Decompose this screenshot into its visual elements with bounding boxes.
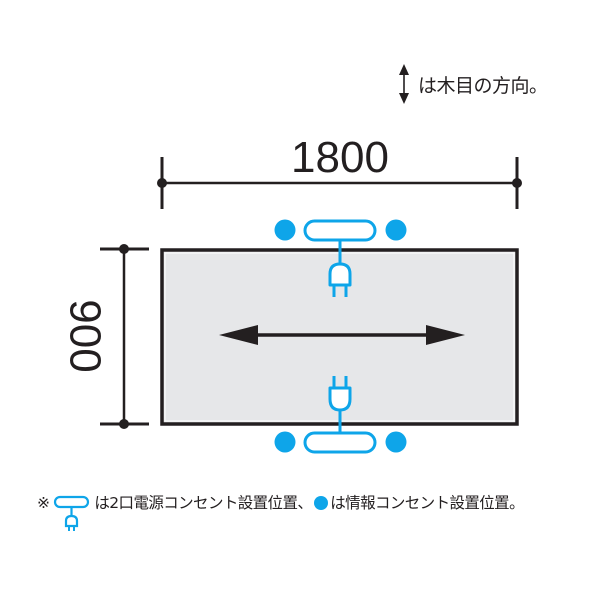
- data-outlet-legend-icon: [314, 496, 329, 510]
- power-outlet-legend-icon: [54, 495, 90, 531]
- top-outlet-group: [274, 219, 407, 297]
- note-mark: ※: [37, 494, 50, 512]
- depth-dimension-label: 900: [61, 299, 110, 372]
- data-outlet-icon: [274, 219, 296, 241]
- power-outlet-legend-text: は2口電源コンセント設置位置、: [94, 494, 313, 512]
- grain-direction-note: は木目の方向。: [398, 64, 548, 104]
- legend-footnote: ※ は2口電源コンセント設置位置、 は情報コンセント設置位置。: [37, 492, 525, 532]
- power-outlet-icon: [303, 376, 377, 454]
- grain-direction-text: は木目の方向。: [418, 74, 548, 97]
- double-horizontal-arrow-icon: [219, 325, 465, 345]
- data-outlet-icon: [385, 431, 407, 453]
- width-dimension-line: [157, 157, 522, 209]
- data-outlet-legend-text: は情報コンセント設置位置。: [330, 494, 524, 512]
- power-outlet-icon: [303, 219, 377, 297]
- width-dimension-label: 1800: [291, 133, 389, 182]
- double-vertical-arrow-icon: [399, 64, 409, 104]
- bottom-outlet-group: [274, 376, 407, 454]
- data-outlet-icon: [385, 219, 407, 241]
- depth-dimension-line: [100, 244, 149, 429]
- data-outlet-icon: [274, 431, 296, 453]
